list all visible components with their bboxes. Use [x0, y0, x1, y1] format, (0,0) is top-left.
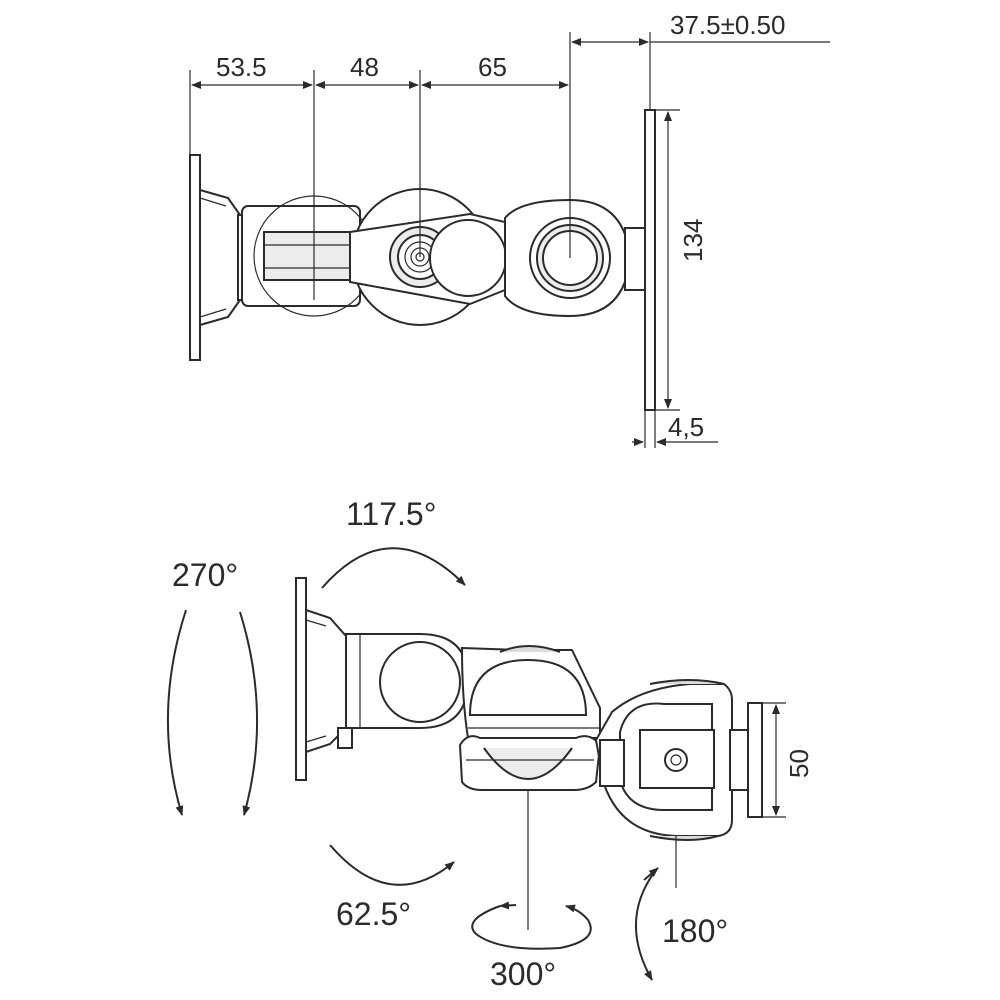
dim-134: 134	[678, 219, 708, 262]
ball-joint	[468, 658, 588, 716]
dim-53-5: 53.5	[216, 52, 267, 82]
angle-300: 300°	[490, 956, 556, 992]
rotation-arc-180	[635, 869, 657, 981]
rotation-arc-62-5	[329, 844, 455, 886]
top-view: 53.5 48 65 37.5±0.50 134 4,5	[189, 10, 830, 448]
wall-plate	[189, 154, 201, 361]
angle-117-5: 117.5°	[346, 496, 437, 532]
dim-65: 65	[478, 52, 507, 82]
side-vesa-plate	[747, 702, 763, 818]
angle-180: 180°	[662, 913, 728, 949]
rotation-arc-117-5	[321, 547, 466, 589]
angle-270: 270°	[172, 557, 238, 593]
rotation-arc-300	[471, 904, 592, 950]
dim-50: 50	[784, 749, 814, 778]
dim-48: 48	[350, 52, 379, 82]
head-screw	[664, 748, 688, 772]
rotation-arc-270-left	[166, 609, 187, 816]
wall-flange	[199, 188, 241, 327]
vesa-plate	[644, 109, 656, 411]
side-view: 50 117.5° 270° 62.5° 300° 180°	[166, 496, 814, 992]
angle-62-5: 62.5°	[336, 896, 411, 932]
dim-4-5: 4,5	[668, 412, 704, 442]
dim-37-5: 37.5±0.50	[670, 10, 785, 40]
rotation-arc-270-right	[239, 611, 259, 816]
side-wall-plate	[295, 577, 307, 781]
